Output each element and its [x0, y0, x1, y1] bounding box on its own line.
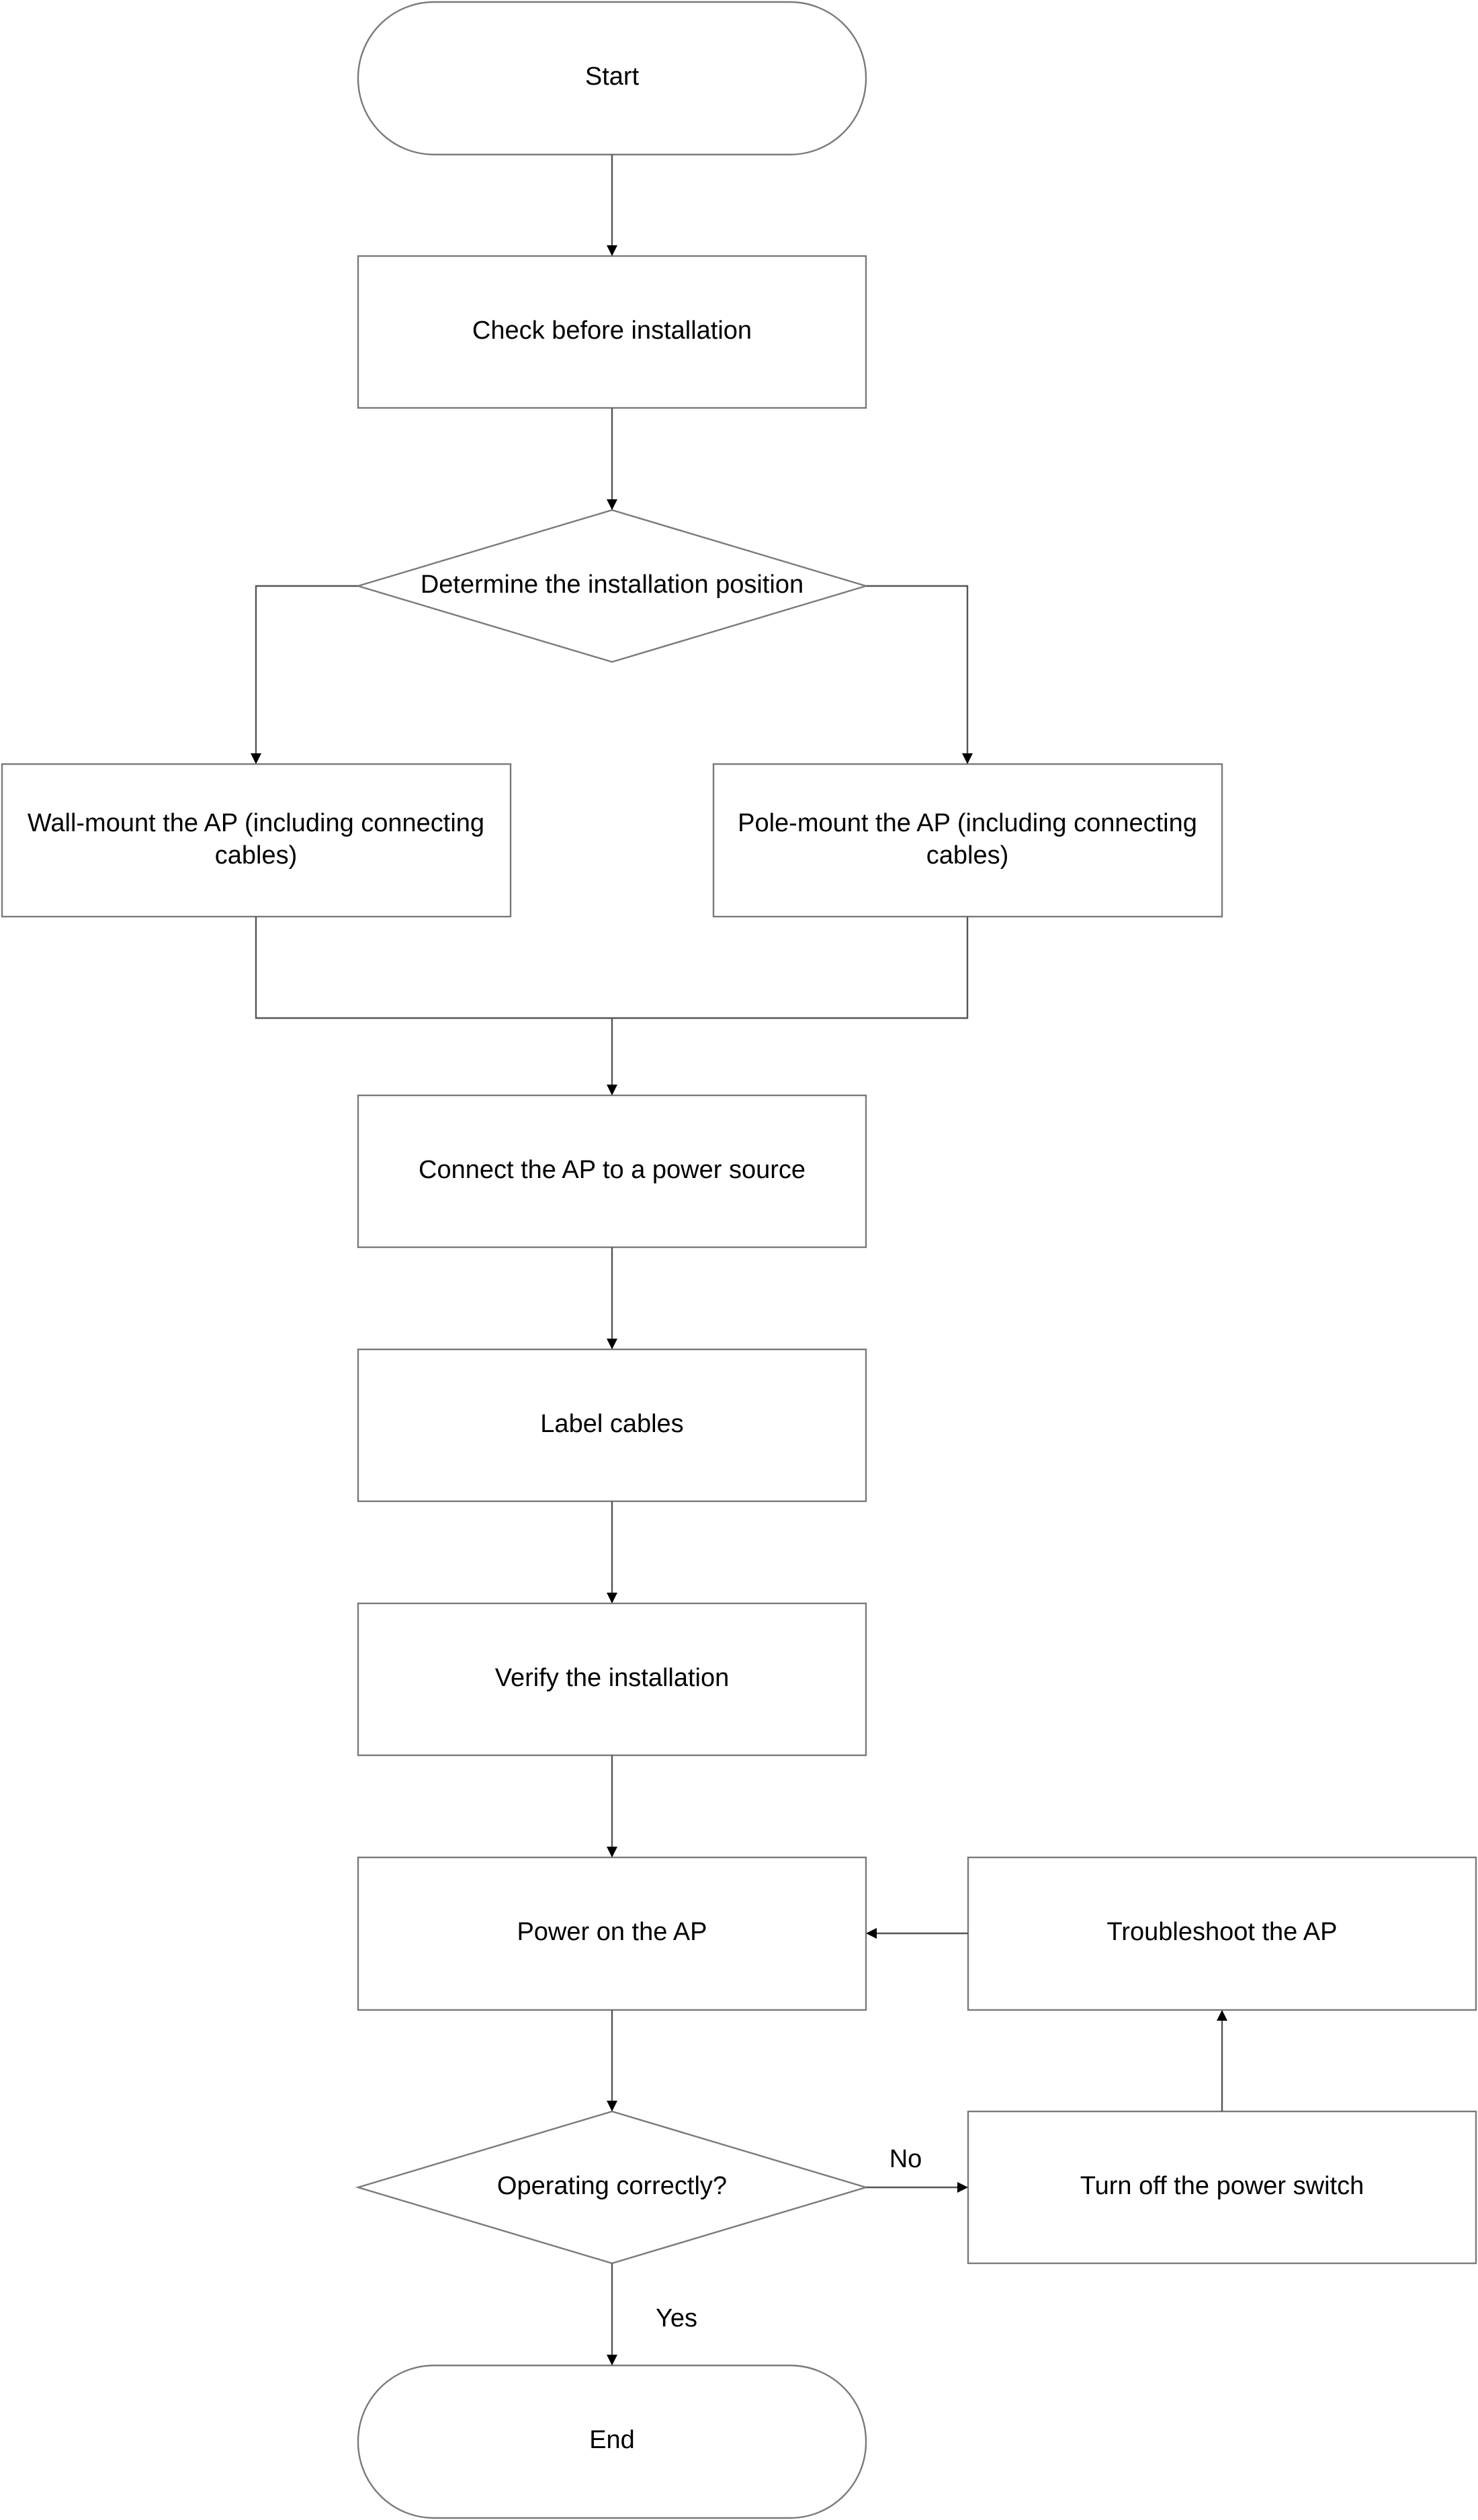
turn-off-power-node: Turn off the power switch — [967, 2110, 1477, 2265]
power-on-node: Power on the AP — [357, 1856, 867, 2011]
connect-power-label: Connect the AP to a power source — [419, 1156, 806, 1184]
check-before-installation-node: Check before installation — [357, 255, 867, 409]
pole-mount-node: Pole-mount the AP (including connecting … — [712, 763, 1223, 918]
pole-mount-label-line2: cables) — [926, 841, 1009, 870]
edge-label-no: No — [889, 2145, 922, 2173]
pole-mount-label-line1: Pole-mount the AP (including connecting — [738, 809, 1197, 837]
operating-correctly-decision: Operating correctly? — [355, 2110, 869, 2265]
start-node: Start — [357, 1, 867, 156]
check-before-installation-label: Check before installation — [472, 317, 752, 345]
arrow-determine-to-wall-mount — [251, 585, 358, 764]
determine-position-decision: Determine the installation position — [355, 509, 869, 663]
power-on-label: Power on the AP — [517, 1918, 707, 1946]
verify-installation-node: Verify the installation — [357, 1602, 867, 1757]
wall-mount-label-line1: Wall-mount the AP (including connecting — [28, 809, 484, 837]
wall-mount-node: Wall-mount the AP (including connecting … — [1, 763, 512, 918]
turn-off-power-label: Turn off the power switch — [1080, 2172, 1364, 2200]
troubleshoot-label: Troubleshoot the AP — [1107, 1918, 1338, 1946]
edge-label-yes: Yes — [656, 2304, 697, 2333]
start-label: Start — [585, 62, 640, 91]
connect-power-node: Connect the AP to a power source — [357, 1094, 867, 1249]
determine-position-label: Determine the installation position — [421, 571, 803, 599]
merge-line-mounts — [255, 917, 969, 1019]
wall-mount-label-line2: cables) — [215, 841, 298, 870]
operating-correctly-label: Operating correctly? — [497, 2172, 727, 2200]
label-cables-label: Label cables — [540, 1410, 683, 1438]
label-cables-node: Label cables — [357, 1348, 867, 1503]
verify-installation-label: Verify the installation — [495, 1664, 730, 1692]
arrow-determine-to-pole-mount — [866, 585, 973, 764]
troubleshoot-node: Troubleshoot the AP — [967, 1856, 1477, 2011]
end-node: End — [357, 2364, 867, 2519]
end-label: End — [589, 2426, 635, 2454]
